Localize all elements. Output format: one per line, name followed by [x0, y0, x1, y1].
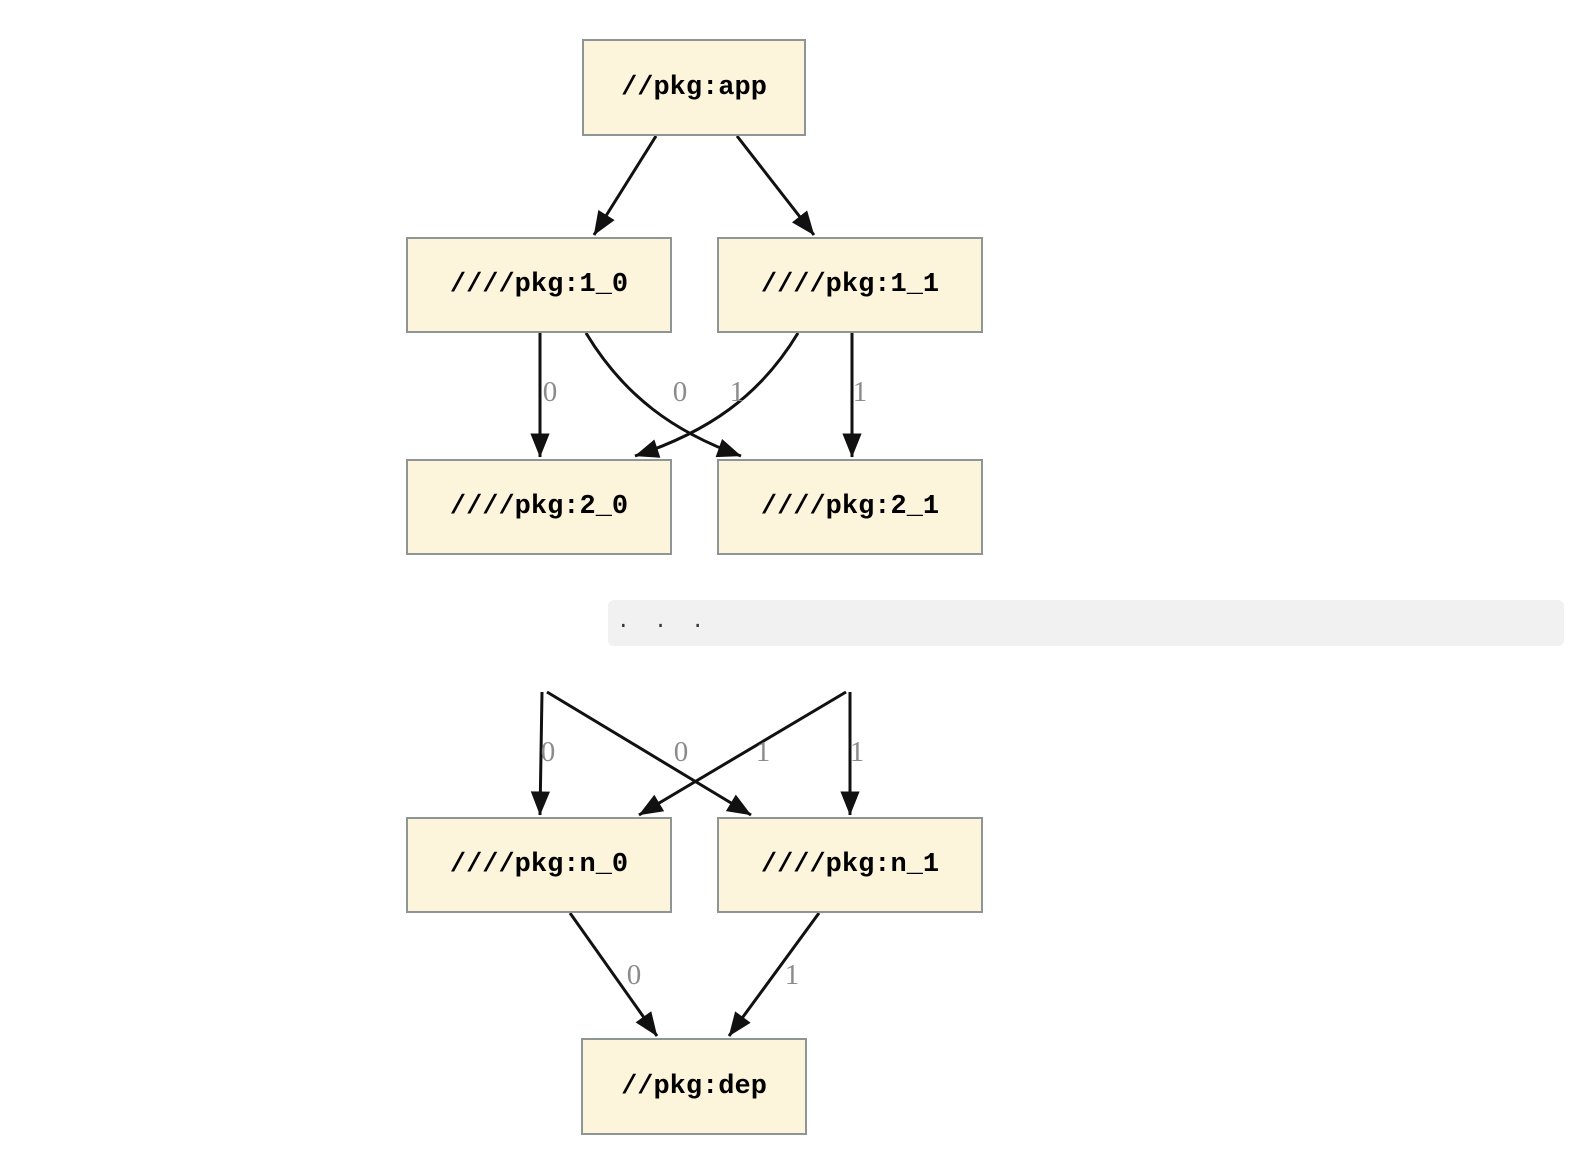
- edge-n_1-dep: [727, 912, 821, 1037]
- node-dep-label: //pkg:dep: [621, 1071, 767, 1102]
- node-pkg-n_1-label: ////pkg:n_1: [760, 850, 940, 880]
- node-pkg-n_0: ////pkg:n_0: [406, 817, 672, 913]
- node-pkg-2_1: ////pkg:2_1: [717, 459, 983, 555]
- node-pkg-1_1-label: ////pkg:1_1: [760, 270, 940, 300]
- node-pkg-n_0-label: ////pkg:n_0: [449, 850, 629, 880]
- node-pkg-2_1-label: ////pkg:2_1: [760, 492, 940, 522]
- edge-label: 0: [673, 736, 689, 768]
- node-pkg-2_0-label: ////pkg:2_0: [449, 492, 629, 522]
- node-pkg-n_1: ////pkg:n_1: [717, 817, 983, 913]
- edge-label: 0: [672, 376, 688, 408]
- node-pkg-1_0: ////pkg:1_0: [406, 237, 672, 333]
- edge-n_0-dep: [568, 912, 659, 1037]
- node-pkg-1_1: ////pkg:1_1: [717, 237, 983, 333]
- edge-label: 1: [729, 376, 745, 408]
- edge-label: 0: [626, 959, 642, 991]
- node-dep: //pkg:dep: [581, 1038, 807, 1135]
- edge-label: 1: [852, 376, 868, 408]
- ellipsis-text: . . .: [617, 611, 711, 634]
- node-app-label: //pkg:app: [621, 72, 767, 103]
- edge-prev-n_0-cross: [638, 690, 847, 817]
- edge-label: 1: [755, 736, 771, 768]
- edge-label: 0: [542, 376, 558, 408]
- node-pkg-1_0-label: ////pkg:1_0: [449, 270, 629, 300]
- edge-1_0-2_1: [584, 332, 742, 458]
- edge-app-1_1: [735, 135, 816, 236]
- node-app: //pkg:app: [582, 39, 806, 136]
- ellipsis-band: . . .: [608, 600, 1564, 646]
- edge-label: 1: [784, 959, 800, 991]
- edge-1_1-2_0: [634, 332, 800, 458]
- edge-label: 0: [540, 736, 556, 768]
- edge-label: 1: [849, 736, 865, 768]
- node-pkg-2_0: ////pkg:2_0: [406, 459, 672, 555]
- edge-prev-n_0-straight: [530, 691, 550, 816]
- edge-prev-n_1-cross: [546, 690, 752, 817]
- edge-app-1_0: [592, 135, 658, 236]
